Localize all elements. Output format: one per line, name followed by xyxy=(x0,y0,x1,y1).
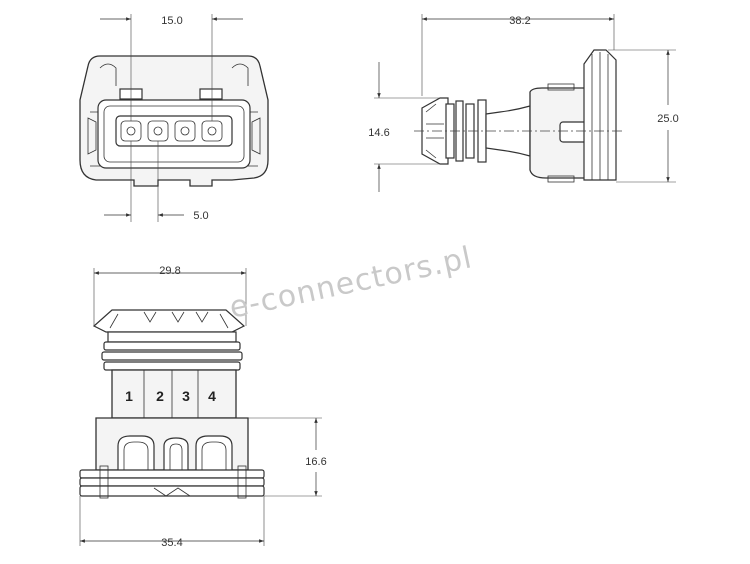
pin-numbers: 1 2 3 4 xyxy=(125,388,216,404)
watermark-text: e-connectors.pl xyxy=(226,240,475,326)
dim-bottom-35: 35.4 xyxy=(161,537,182,549)
bottom-view: 1 2 3 4 29.8 35.4 xyxy=(79,265,327,549)
dim-front-5: 5.0 xyxy=(193,210,208,222)
pin-label-4: 4 xyxy=(208,388,216,404)
front-view: 15.0 5.0 xyxy=(79,14,269,222)
dim-side-38: 38.2 xyxy=(509,15,530,27)
dim-side-14: 14.6 xyxy=(368,127,389,139)
pin-label-2: 2 xyxy=(156,388,164,404)
pin-label-3: 3 xyxy=(182,388,190,404)
dim-bottom-16: 16.6 xyxy=(305,456,326,468)
dim-bottom-29: 29.8 xyxy=(159,265,180,277)
pin-label-1: 1 xyxy=(125,388,133,404)
dim-front-15: 15.0 xyxy=(161,15,182,27)
side-view: 38.2 25.0 14.6 xyxy=(368,14,679,192)
dim-side-25: 25.0 xyxy=(657,113,678,125)
